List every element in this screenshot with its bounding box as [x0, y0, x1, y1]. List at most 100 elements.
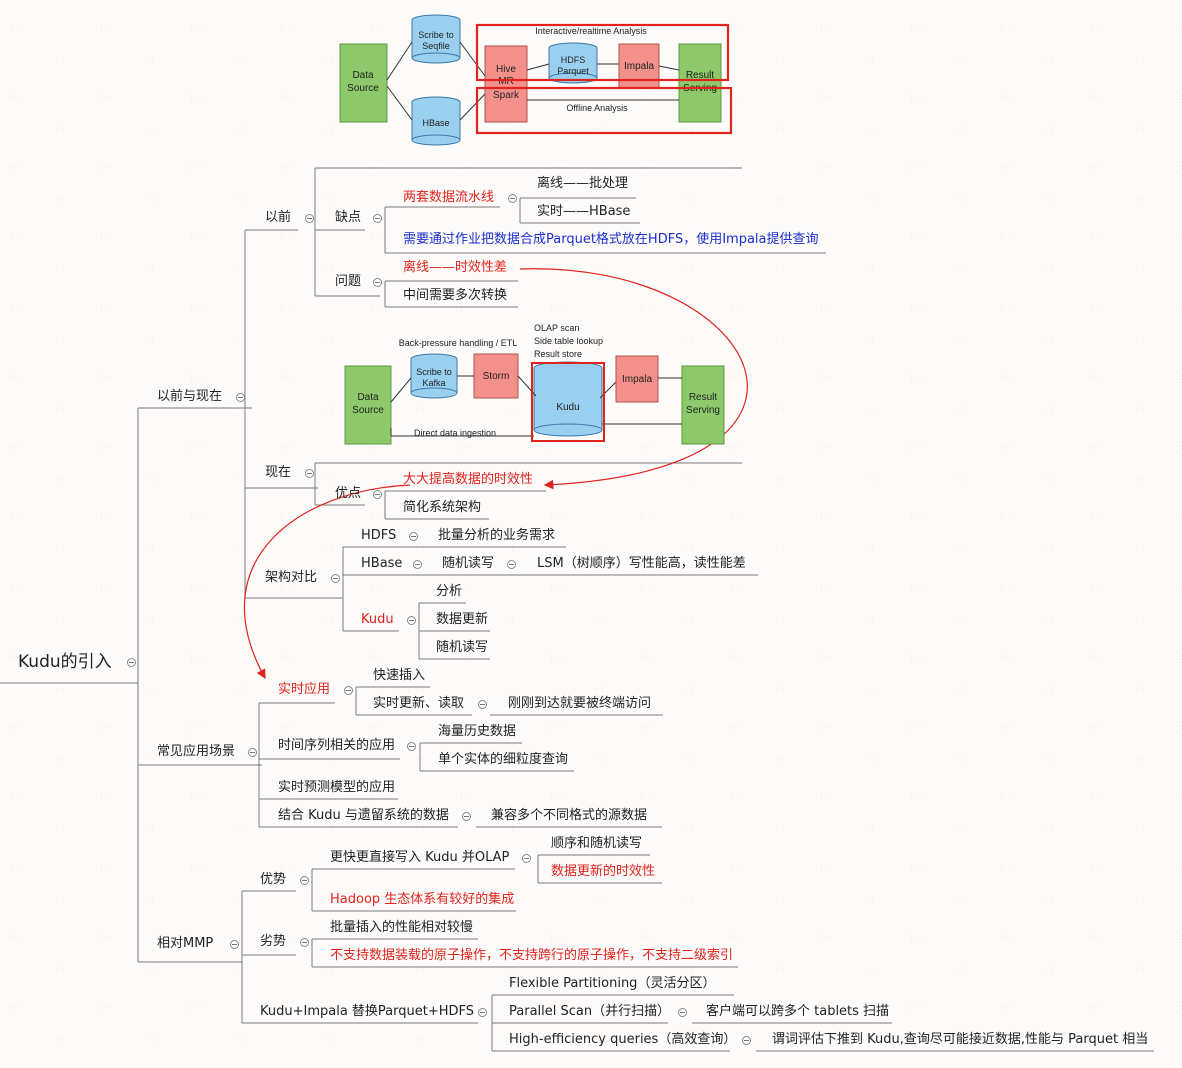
- highlight-offline-frame: [475, 86, 733, 135]
- node-timeseries[interactable]: 时间序列相关的应用: [278, 738, 396, 753]
- node-multi-convert[interactable]: 中间需要多次转换: [403, 288, 508, 303]
- svg-text:Storm: Storm: [483, 371, 510, 382]
- svg-text:MR: MR: [498, 76, 514, 87]
- node-pros[interactable]: 优势: [260, 872, 287, 887]
- node-parallel-scan[interactable]: Parallel Scan（并行扫描）: [509, 1004, 671, 1019]
- node-client-tablets[interactable]: 客户端可以跨多个 tablets 扫描: [706, 1004, 890, 1019]
- svg-text:Kudu: Kudu: [556, 402, 579, 413]
- svg-text:Result: Result: [686, 70, 715, 81]
- result-serving-box: Result Serving: [678, 43, 722, 123]
- node-improve-timeliness[interactable]: 大大提高数据的时效性: [403, 472, 534, 487]
- collapse-icon[interactable]: [507, 560, 516, 569]
- collapse-icon[interactable]: [248, 748, 257, 757]
- architecture-diagram-now: Data Source Scribe to Kafka Storm Kudu I…: [344, 323, 725, 445]
- collapse-icon[interactable]: [478, 1008, 487, 1017]
- svg-text:Scribe to: Scribe to: [416, 367, 452, 377]
- node-predictive[interactable]: 实时预测模型的应用: [278, 780, 396, 795]
- node-faster-write[interactable]: 更快更直接写入 Kudu 并OLAP: [330, 850, 510, 865]
- node-legacy[interactable]: 结合 Kudu 与遗留系统的数据: [278, 808, 449, 823]
- svg-text:Result: Result: [689, 392, 718, 403]
- node-defects[interactable]: 缺点: [335, 210, 362, 225]
- svg-text:Scribe to: Scribe to: [418, 30, 454, 40]
- node-flex-part[interactable]: Flexible Partitioning（灵活分区）: [509, 976, 716, 991]
- node-seq-random[interactable]: 顺序和随机读写: [551, 836, 643, 851]
- svg-text:Back-pressure handling / ETL: Back-pressure handling / ETL: [399, 338, 518, 348]
- node-realtime-update-read[interactable]: 实时更新、读取: [373, 696, 465, 711]
- node-vs-mmp[interactable]: 相对MMP: [157, 936, 214, 951]
- collapse-icon[interactable]: [344, 686, 353, 695]
- relation-arrow-realtime: [243, 484, 411, 680]
- node-single-entity[interactable]: 单个实体的细粒度查询: [438, 752, 569, 767]
- collapse-icon[interactable]: [331, 574, 340, 583]
- svg-text:Data: Data: [352, 70, 374, 81]
- data-source-box: Data Source: [339, 43, 388, 123]
- result-serving-box: Result Serving: [681, 365, 725, 445]
- collapse-icon[interactable]: [300, 876, 309, 885]
- collapse-icon[interactable]: [230, 940, 239, 949]
- node-two-pipelines[interactable]: 两套数据流水线: [403, 190, 495, 205]
- svg-text:Data: Data: [357, 392, 379, 403]
- collapse-icon[interactable]: [236, 393, 245, 402]
- svg-text:Direct data ingestion: Direct data ingestion: [414, 428, 496, 438]
- collapse-icon[interactable]: [508, 194, 517, 203]
- collapse-icon[interactable]: [300, 938, 309, 947]
- highlight-realtime-frame: [475, 23, 730, 82]
- root-node[interactable]: Kudu的引入: [18, 652, 112, 672]
- node-now[interactable]: 现在: [265, 465, 292, 480]
- node-past-present[interactable]: 以前与现在: [157, 389, 223, 404]
- node-problems[interactable]: 问题: [335, 274, 362, 289]
- node-realtime-hbase[interactable]: 实时——HBase: [537, 204, 631, 219]
- node-compatible[interactable]: 兼容多个不同格式的源数据: [491, 808, 648, 823]
- node-random-rw[interactable]: 随机读写: [442, 556, 495, 571]
- collapse-icon[interactable]: [373, 278, 382, 287]
- collapse-icon[interactable]: [407, 742, 416, 751]
- node-no-atomic[interactable]: 不支持数据装载的原子操作，不支持跨行的原子操作，不支持二级索引: [330, 948, 734, 963]
- collapse-icon[interactable]: [305, 214, 314, 223]
- collapse-icon[interactable]: [462, 812, 471, 821]
- node-lsm[interactable]: LSM（树顺序）写性能高，读性能差: [537, 556, 746, 571]
- node-update-timeliness[interactable]: 数据更新的时效性: [551, 864, 656, 879]
- node-analysis[interactable]: 分析: [436, 584, 463, 599]
- storm-box: Storm: [473, 353, 519, 399]
- svg-text:OLAP scan: OLAP scan: [534, 323, 579, 333]
- collapse-icon[interactable]: [413, 560, 422, 569]
- collapse-icon[interactable]: [127, 658, 136, 667]
- node-hadoop-integration[interactable]: Hadoop 生态体系有较好的集成: [330, 892, 515, 907]
- node-scenarios[interactable]: 常见应用场景: [157, 744, 236, 759]
- collapse-icon[interactable]: [407, 616, 416, 625]
- svg-text:Source: Source: [352, 405, 384, 416]
- node-before[interactable]: 以前: [265, 210, 292, 225]
- node-hdfs-desc[interactable]: 批量分析的业务需求: [438, 528, 556, 543]
- collapse-icon[interactable]: [409, 532, 418, 541]
- node-offline-batch[interactable]: 离线——批处理: [537, 176, 629, 191]
- node-kudu-impala[interactable]: Kudu+Impala 替换Parquet+HDFS: [260, 1004, 475, 1019]
- collapse-icon[interactable]: [742, 1036, 751, 1045]
- node-parquet-job[interactable]: 需要通过作业把数据合成Parquet格式放在HDFS，使用Impala提供查询: [403, 232, 819, 247]
- collapse-icon[interactable]: [678, 1008, 687, 1017]
- highlight-kudu-frame: [531, 362, 605, 442]
- data-source-box: Data Source: [344, 365, 392, 445]
- architecture-diagram-before: Data Source Scribe to Seqfile HBase Hive…: [339, 14, 733, 146]
- node-simplify-arch[interactable]: 简化系统架构: [403, 500, 482, 515]
- collapse-icon[interactable]: [373, 490, 382, 499]
- collapse-icon[interactable]: [305, 469, 314, 478]
- node-arch-compare[interactable]: 架构对比: [265, 570, 318, 585]
- node-offline-latency[interactable]: 离线——时效性差: [403, 260, 508, 275]
- node-just-arrived[interactable]: 刚刚到达就要被终端访问: [508, 696, 652, 711]
- node-high-eff[interactable]: High-efficiency queries（高效查询）: [509, 1032, 737, 1047]
- collapse-icon[interactable]: [478, 700, 487, 709]
- collapse-icon[interactable]: [373, 214, 382, 223]
- node-massive-history[interactable]: 海量历史数据: [438, 724, 517, 739]
- node-fast-insert[interactable]: 快速插入: [373, 668, 426, 683]
- node-kudu[interactable]: Kudu: [361, 612, 394, 627]
- node-predicate[interactable]: 谓词评估下推到 Kudu,查询尽可能接近数据,性能与 Parquet 相当: [772, 1032, 1149, 1047]
- node-batch-slow[interactable]: 批量插入的性能相对较慢: [330, 920, 474, 935]
- node-cons[interactable]: 劣势: [260, 934, 287, 949]
- node-hbase[interactable]: HBase: [361, 556, 403, 571]
- collapse-icon[interactable]: [522, 854, 531, 863]
- node-data-update[interactable]: 数据更新: [436, 612, 489, 627]
- node-hdfs[interactable]: HDFS: [361, 528, 397, 543]
- node-advantages[interactable]: 优点: [335, 486, 362, 501]
- node-random-rw2[interactable]: 随机读写: [436, 640, 489, 655]
- node-realtime-app[interactable]: 实时应用: [278, 682, 331, 697]
